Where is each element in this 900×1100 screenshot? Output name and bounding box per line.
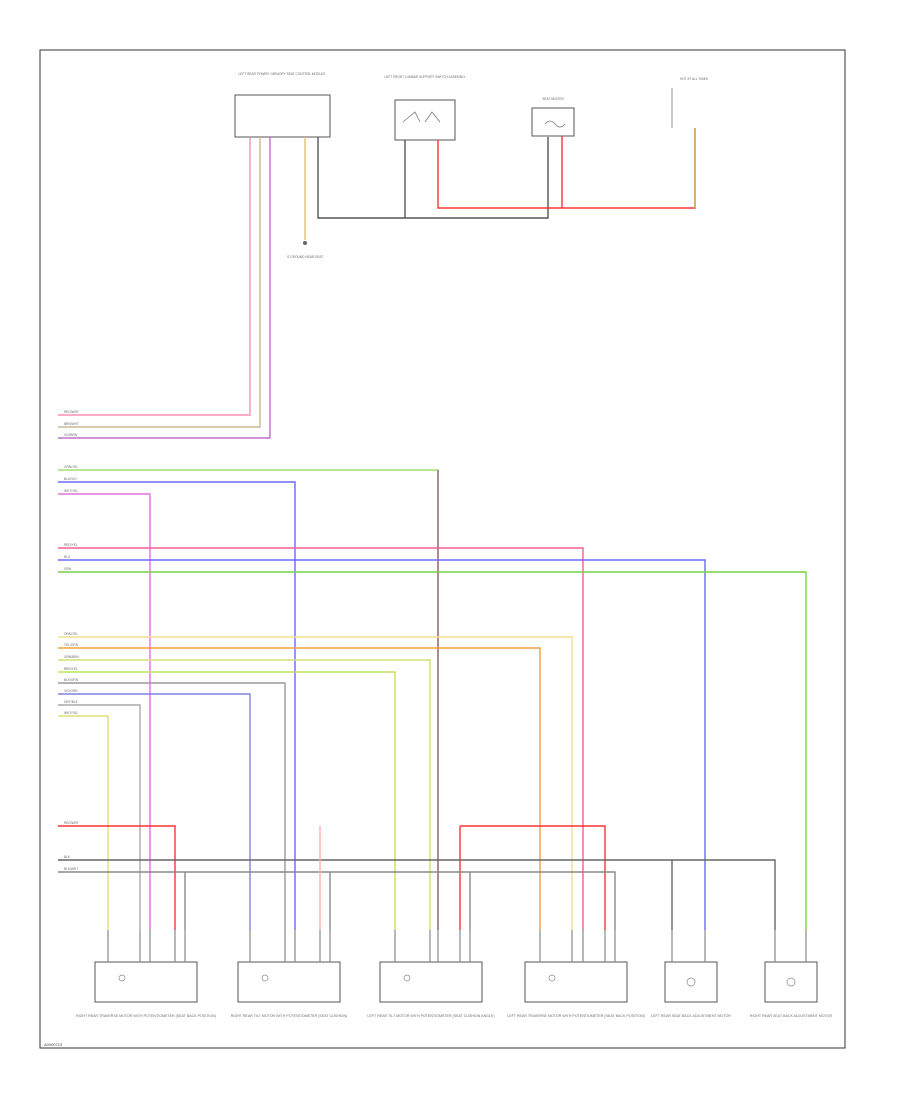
bundle-d: ORN/YEL YEL/ORN GRN/BRN BRN/YEL BLK/GRN … [58, 632, 573, 930]
comp-6: RIGHT REAR SEAT BACK ADJUSTMENT MOTOR [750, 961, 833, 1018]
comp-1-caption: RIGHT REAR TRAVERSE MOTOR WITH POTENTIOM… [76, 1014, 216, 1018]
comp-5: LEFT REAR SEAT BACK ADJUSTMENT MOTOR [651, 961, 731, 1018]
bundle-c-label-1: RED/YEL [64, 543, 78, 547]
bundle-d-label-8: WHT/YEL [64, 711, 78, 715]
bundle-d-label-1: ORN/YEL [64, 632, 78, 636]
wire-red-wht-bus [58, 825, 176, 930]
ground: G GROUND NEAR SEAT [287, 241, 323, 259]
motor-icon [403, 974, 411, 982]
wire-vio-brn [58, 137, 271, 439]
ground-icon [303, 241, 307, 245]
bundle-b: GRN/YEL BLU/VIO WHT/YEL [58, 465, 439, 930]
connector-stubs [107, 930, 807, 962]
ground-label: G GROUND NEAR SEAT [287, 255, 323, 259]
wire-yel-orn [58, 647, 541, 930]
bundle-b-label-1: GRN/YEL [64, 465, 78, 469]
bundle-a: RED/WHT BRN/WHT VIO/BRN [64, 410, 79, 437]
comp-2: RIGHT REAR TILT MOTOR WITH POTENTIOMETER… [231, 961, 348, 1018]
bundle-e-label-1: RED/WHT [64, 821, 79, 825]
hot-at-all-times: HOT AT ALL TIMES [671, 77, 708, 128]
bundle-d-label-5: BLK/GRN [64, 678, 79, 682]
wire-orn-yel [58, 636, 573, 930]
comp-4: LEFT REAR TRAVERSE MOTOR WITH POTENTIOME… [507, 961, 645, 1018]
comp-1: RIGHT REAR TRAVERSE MOTOR WITH POTENTIOM… [76, 961, 216, 1018]
comp-4-caption: LEFT REAR TRAVERSE MOTOR WITH POTENTIOME… [507, 1014, 645, 1018]
wire-wht-yel [58, 493, 151, 930]
wire-brn-wht [58, 137, 261, 428]
motor-icon [786, 977, 796, 987]
switch-symbol-icon [402, 111, 441, 123]
fuse: SEAT HEATER [531, 97, 575, 137]
bundle-e-label-2: BLK [64, 855, 71, 859]
bundle-a-label-1: RED/WHT [64, 410, 79, 414]
wire-red-wht-bus-right [460, 825, 606, 930]
wire-module-to-fuse [317, 137, 549, 219]
lumbar-switch-label: LEFT FRONT LUMBAR SUPPORT SWITCH ASSEMBL… [384, 75, 466, 79]
motor-icon [548, 974, 556, 982]
wire-blu-vio [58, 481, 296, 930]
wire-gry-blk [58, 704, 141, 930]
bundle-e: RED/WHT BLK BLK/WHT [58, 821, 776, 930]
comp-4-box [524, 961, 628, 1003]
hot-at-all-times-label: HOT AT ALL TIMES [680, 77, 708, 81]
motor-icon [261, 974, 269, 982]
control-module-label: LEFT REAR POWER / MEMORY SEAT CONTROL MO… [238, 72, 325, 76]
wire-grn-yel [58, 469, 439, 930]
control-module-box [234, 94, 331, 138]
comp-3-caption: LEFT REAR TILT MOTOR WITH POTENTIOMETER … [367, 1014, 494, 1018]
bundle-c-label-3: GRN [64, 567, 72, 571]
bundle-d-label-3: GRN/BRN [64, 655, 79, 659]
diagram-footer-id: A0000713 [44, 1042, 63, 1047]
bundle-d-label-6: VIO/GRN [64, 689, 78, 693]
wire-grn [58, 571, 807, 930]
comp-2-box [237, 961, 341, 1003]
bundle-b-label-2: BLU/VIO [64, 477, 77, 481]
comp-1-box [94, 961, 198, 1003]
comp-3: LEFT REAR TILT MOTOR WITH POTENTIOMETER … [367, 961, 495, 1018]
wire-vio-grn [58, 693, 251, 930]
bundle-c-label-2: BLU [64, 555, 71, 559]
motor-icon [686, 977, 696, 987]
bundle-a-label-2: BRN/WHT [64, 422, 79, 426]
wire-wht-yel-2 [58, 715, 109, 930]
wire-red-yel [58, 547, 584, 930]
wire-brn-yel [58, 671, 396, 930]
bundle-d-label-2: YEL/ORN [64, 643, 79, 647]
fuse-label: SEAT HEATER [542, 97, 564, 101]
bundle-c: RED/YEL BLU GRN [58, 543, 807, 930]
bundle-d-label-7: GRY/BLK [64, 700, 79, 704]
bundle-b-label-3: WHT/YEL [64, 489, 78, 493]
fuse-icon [544, 120, 566, 128]
lumbar-switch-box [394, 99, 456, 141]
wire-blu [58, 559, 706, 930]
comp-6-box [764, 961, 818, 1003]
control-module: LEFT REAR POWER / MEMORY SEAT CONTROL MO… [234, 72, 331, 138]
comp-6-caption: RIGHT REAR SEAT BACK ADJUSTMENT MOTOR [750, 1014, 833, 1018]
motor-icon [118, 974, 126, 982]
wire-red-wht [58, 137, 251, 416]
comp-5-caption: LEFT REAR SEAT BACK ADJUSTMENT MOTOR [651, 1014, 731, 1018]
bundle-a-label-3: VIO/BRN [64, 433, 78, 437]
lumbar-switch: LEFT FRONT LUMBAR SUPPORT SWITCH ASSEMBL… [384, 75, 466, 141]
wire-blk-grn [58, 682, 286, 930]
comp-3-box [379, 961, 483, 1003]
wire-blk-bus [58, 859, 776, 930]
comp-2-caption: RIGHT REAR TILT MOTOR WITH POTENTIOMETER… [231, 1014, 348, 1018]
comp-5-box [664, 961, 718, 1003]
wire-blk-wht-drops [184, 872, 471, 930]
bundle-e-label-3: BLK/WHT [64, 867, 78, 871]
wire-blk-wht-bus [58, 871, 616, 930]
wire-hot-red [437, 128, 696, 209]
wire-grn-brn [58, 659, 431, 930]
diagram-frame [39, 49, 846, 1049]
top-wires [58, 128, 696, 439]
bundle-d-label-4: BRN/YEL [64, 667, 78, 671]
